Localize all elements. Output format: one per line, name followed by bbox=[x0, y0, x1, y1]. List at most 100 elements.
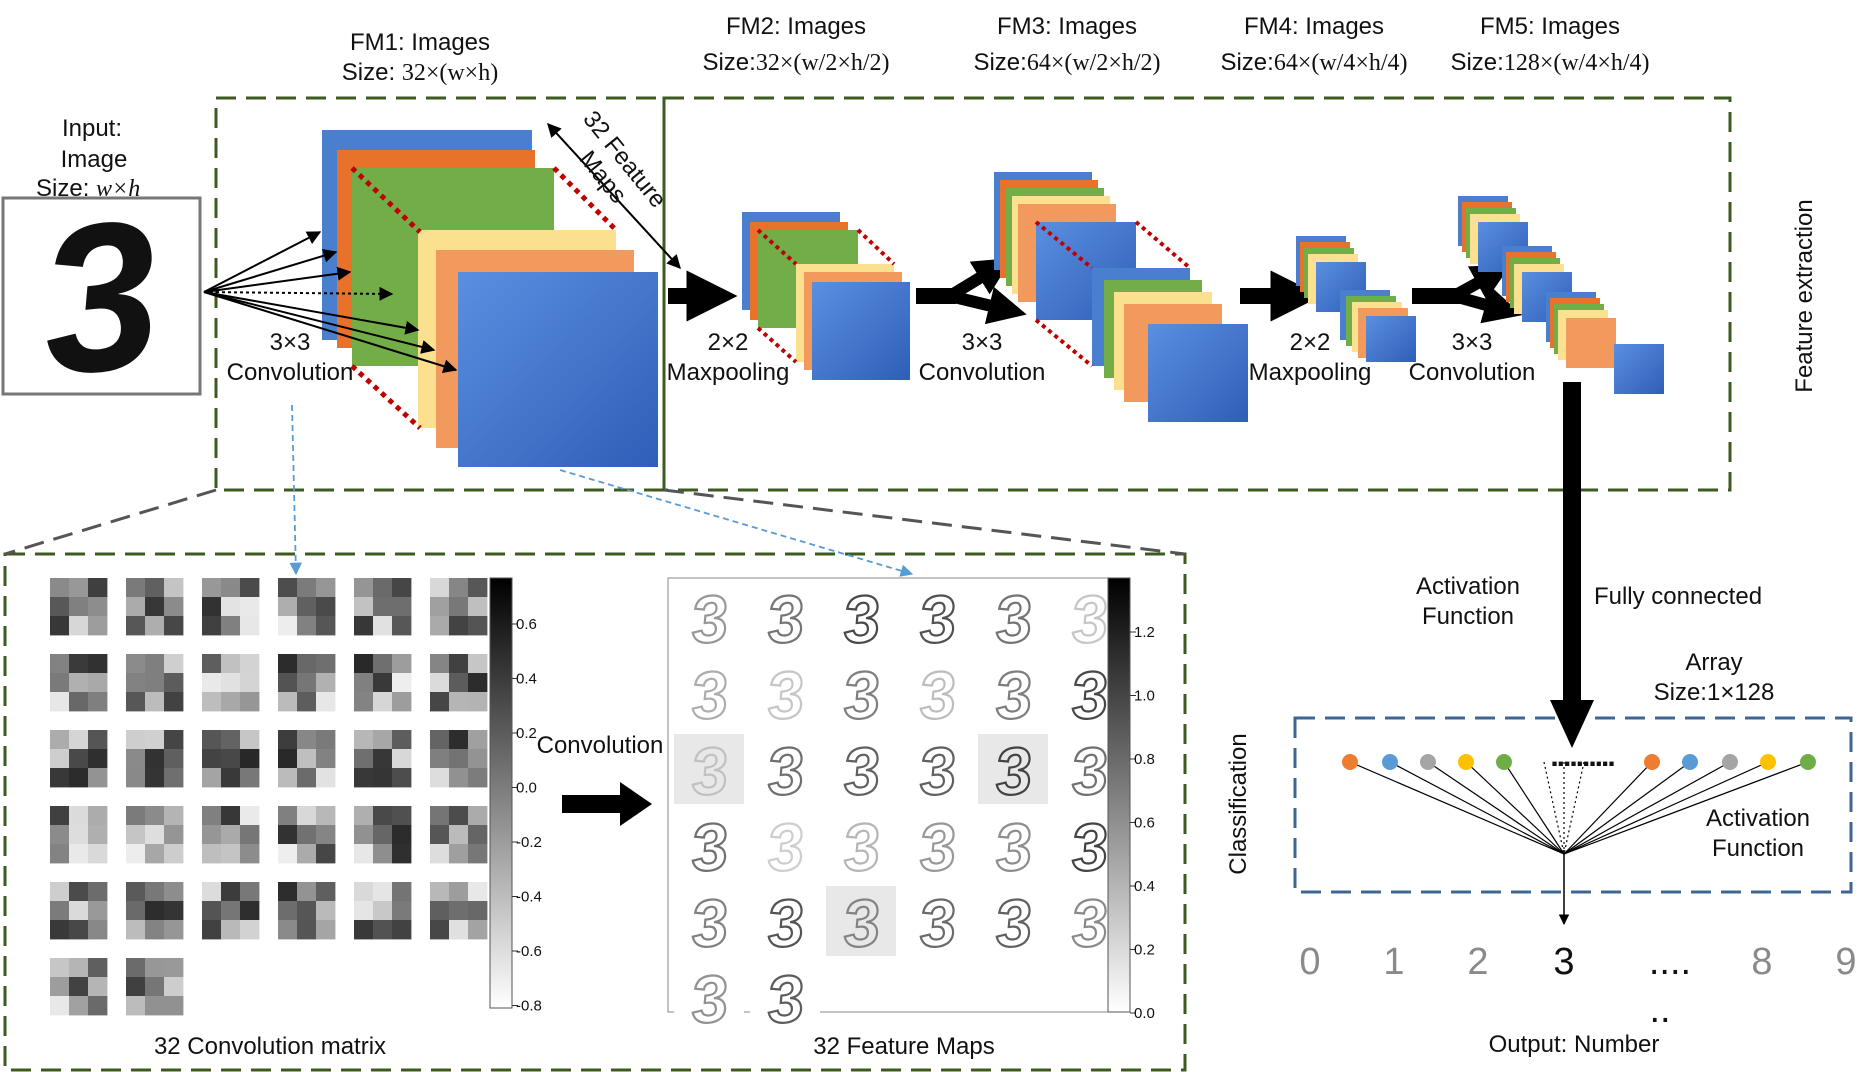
svg-text:Size:1×128: Size:1×128 bbox=[1654, 679, 1775, 706]
svg-text:3×3: 3×3 bbox=[962, 329, 1003, 356]
svg-text:2×2: 2×2 bbox=[1290, 329, 1331, 356]
zoom-line-right bbox=[663, 488, 1186, 556]
colorbar-tick: -0.2 bbox=[516, 834, 542, 851]
fc-line bbox=[1503, 761, 1565, 855]
feature-map-glyph: 3 bbox=[839, 732, 883, 809]
svg-text:Maxpooling: Maxpooling bbox=[667, 359, 790, 386]
feature-map-glyph: 3 bbox=[687, 656, 731, 733]
output-digit-9: 9 bbox=[1835, 941, 1856, 983]
kernel-matrix bbox=[278, 654, 336, 712]
feature-map-glyph: 3 bbox=[915, 732, 959, 809]
svg-text:Activation: Activation bbox=[1416, 573, 1520, 600]
feature-map-glyph: 3 bbox=[839, 656, 883, 733]
dashed-boxes bbox=[3, 96, 1853, 1072]
kernel-matrix bbox=[354, 654, 412, 712]
feature-map-glyph: 3 bbox=[1067, 808, 1111, 885]
fc-line bbox=[1465, 761, 1565, 855]
feature-map-glyph: 3 bbox=[991, 884, 1035, 961]
feature-map-colorbar bbox=[1107, 577, 1131, 1013]
fm1-header: FM1: Images Size: 32×(w×h) bbox=[342, 29, 498, 86]
kernel-matrix bbox=[430, 882, 488, 940]
kernel-matrix bbox=[430, 730, 488, 788]
feature-map: 3 bbox=[902, 731, 972, 811]
feature-map-glyph: 3 bbox=[991, 732, 1035, 809]
colorbar-tick: 0.4 bbox=[516, 671, 537, 688]
feature-map-glyph: 3 bbox=[763, 656, 807, 733]
kernel-matrix bbox=[430, 806, 488, 864]
feature-map: 3 bbox=[674, 731, 744, 811]
kernel-matrix bbox=[354, 578, 412, 636]
stage-arrow-4 bbox=[1412, 264, 1523, 324]
classification-label: Classification bbox=[1225, 733, 1252, 874]
feature-map: 3 bbox=[902, 883, 972, 963]
svg-text:FM4: Images: FM4: Images bbox=[1244, 13, 1384, 40]
colorbar-tick: 0.0 bbox=[516, 780, 537, 797]
fully-connected-label: Fully connected bbox=[1594, 583, 1762, 610]
fan-arrow-6 bbox=[203, 291, 436, 354]
kernel-matrix bbox=[278, 578, 336, 636]
feature-map: 3 bbox=[826, 807, 896, 887]
feature-map-glyph: 3 bbox=[915, 808, 959, 885]
svg-text:3×3: 3×3 bbox=[270, 329, 311, 356]
fully-connected-arrowhead bbox=[1550, 700, 1594, 748]
feature-map: 3 bbox=[750, 883, 820, 963]
feature-map: 3 bbox=[674, 807, 744, 887]
feature-maps-span-arrow bbox=[547, 122, 681, 270]
feature-map: 3 bbox=[750, 655, 820, 735]
svg-text:Maxpooling: Maxpooling bbox=[1249, 359, 1372, 386]
kernel-matrix bbox=[354, 730, 412, 788]
colorbar-tick: 1.0 bbox=[1134, 688, 1155, 705]
fan-arrow-3 bbox=[203, 266, 352, 293]
feature-map: 3 bbox=[750, 807, 820, 887]
feature-map: 3 bbox=[674, 579, 744, 659]
feature-map-glyph: 3 bbox=[763, 732, 807, 809]
svg-text:FM3: Images: FM3: Images bbox=[997, 13, 1137, 40]
feature-map-glyph: 3 bbox=[763, 580, 807, 657]
feature-map-glyph: 3 bbox=[991, 808, 1035, 885]
fc-line bbox=[1427, 761, 1565, 855]
kernel-matrix bbox=[278, 730, 336, 788]
feature-map-glyph: 3 bbox=[687, 808, 731, 885]
svg-text:FM2: Images: FM2: Images bbox=[726, 13, 866, 40]
svg-text:Convolution: Convolution bbox=[919, 359, 1046, 386]
kernel-grid bbox=[50, 578, 488, 1016]
kernel-matrix bbox=[126, 806, 184, 864]
output-digit-3: 3 bbox=[1553, 941, 1574, 983]
fan-arrow-5 bbox=[203, 291, 420, 335]
svg-text:Size:32×(w/2×h/2): Size:32×(w/2×h/2) bbox=[702, 49, 889, 76]
kernel-colorbar-ticks: 0.60.40.20.0-0.2-0.4-0.6-0.8 bbox=[512, 616, 542, 1015]
feature-map-glyph: 3 bbox=[1067, 656, 1111, 733]
feature-map: 3 bbox=[902, 655, 972, 735]
fc-neuron bbox=[1458, 754, 1474, 770]
detail-convolution-arrowhead bbox=[620, 782, 652, 826]
feature-map-glyph: 3 bbox=[1067, 732, 1111, 809]
activation-function-label-right: Activation Function bbox=[1706, 805, 1810, 862]
output-label: Output: Number bbox=[1489, 1031, 1660, 1058]
feature-map-glyph: 3 bbox=[991, 580, 1035, 657]
fc-neuron bbox=[1496, 754, 1512, 770]
colorbar-tick: 0.2 bbox=[516, 725, 537, 742]
kernel-matrix bbox=[354, 806, 412, 864]
fc-line bbox=[1389, 761, 1565, 855]
colorbar-tick: 0.4 bbox=[1134, 878, 1155, 895]
fan-arrow-7 bbox=[203, 291, 458, 373]
feature-map: 3 bbox=[826, 883, 896, 963]
feature-map-glyph: 3 bbox=[915, 884, 959, 961]
fm1-layer-front bbox=[458, 272, 658, 467]
feature-map-glyph: 3 bbox=[687, 884, 731, 961]
kernel-matrix bbox=[50, 958, 108, 1016]
op-label-3: 3×3 Convolution bbox=[919, 329, 1046, 386]
svg-text:Size:64×(w/4×h/4): Size:64×(w/4×h/4) bbox=[1220, 49, 1407, 76]
kernel-matrix bbox=[126, 882, 184, 940]
fan-arrow-1 bbox=[203, 231, 322, 293]
input-digit-image: 3 bbox=[29, 175, 170, 421]
fc-line-dotted bbox=[1563, 761, 1585, 855]
feature-map-glyph: 3 bbox=[915, 580, 959, 657]
fc-neuron bbox=[1342, 754, 1358, 770]
fc-neuron bbox=[1382, 754, 1398, 770]
feature-map: 3 bbox=[750, 579, 820, 659]
feature-map-glyph: 3 bbox=[1067, 580, 1111, 657]
detail-convolution-label: Convolution bbox=[537, 732, 664, 759]
